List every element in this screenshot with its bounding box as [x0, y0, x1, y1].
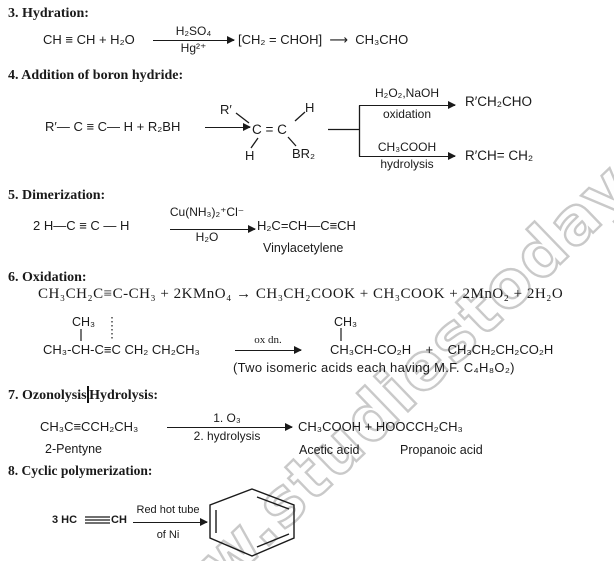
arrow-condition-top: H₂SO₄ — [175, 24, 212, 38]
section-heading-boron-hydride: 4. Addition of boron hydride: — [8, 68, 184, 83]
arrow-condition-top: 1. O₃ — [213, 411, 241, 425]
oxidation-equation: CH₃CH₂C≡C-CH₃ + 2KMnO₄ → CH₃CH₂COOK + CH… — [38, 286, 564, 302]
methyl-substituent: CH₃ — [72, 315, 96, 329]
product-name: Vinylacetylene — [263, 241, 344, 255]
oxidation-reactant: CH₃-CH-C≡C CH₂ CH₂CH₃ — [43, 342, 200, 357]
heading-part-right: Hydrolysis: — [89, 388, 159, 403]
benzene-ring-structure — [209, 488, 295, 557]
dimerization-reactants: 2 H—C ≡ C — H — [33, 218, 130, 233]
oxidation-products: CH₃CH-CO₂H + CH₃CH₂CH₂CO₂H — [330, 342, 554, 357]
acetylene-prefix: 3 HC — [52, 514, 78, 526]
dimerization-products: H₂C=CH—C≡CH — [257, 218, 356, 233]
arrow-condition-top: ox dn. — [254, 334, 282, 346]
arrow-condition-bottom: Hg²⁺ — [180, 41, 207, 55]
product-name: Propanoic acid — [400, 443, 483, 457]
section-heading-cyclic-polymerization: 8. Cyclic polymerization: — [8, 463, 153, 478]
alkene-substituent-top-left: R′ — [220, 102, 232, 117]
arrow-condition-bottom: H₂O — [195, 230, 219, 244]
ozonolysis-reactants: CH₃C≡CCH₂CH₃ — [40, 419, 139, 434]
hydration-products: [CH₂ = CHOH] ⟶ CH₃CHO — [238, 32, 409, 47]
product-name: Acetic acid — [299, 443, 360, 457]
arrow-condition-bottom: of Ni — [156, 529, 180, 541]
section-heading-oxidation: 6. Oxidation: — [8, 270, 87, 285]
arrow-condition-bottom: 2. hydrolysis — [193, 429, 261, 443]
ozonolysis-products: CH₃COOH + HOOCCH₂CH₃ — [298, 419, 463, 434]
reaction-arrow — [235, 346, 302, 355]
heading-divider-bar — [87, 386, 89, 403]
arrow-condition-top: Cu(NH₃)₂⁺Cl⁻ — [169, 205, 245, 219]
acetylene-suffix: CH — [111, 514, 127, 526]
oxidation-product: R′CH₂CHO — [465, 94, 533, 109]
boron-reactants: R′— C ≡ C— H + R₂BH — [45, 119, 181, 134]
reaction-arrow — [205, 123, 251, 132]
arrow-condition-bottom: oxidation — [382, 107, 432, 121]
alkene-substituent-bottom-right: BR₂ — [292, 146, 316, 161]
reactant-name: 2-Pentyne — [45, 442, 102, 456]
oxidation-structure-bonds — [80, 317, 342, 341]
section-heading-dimerization: 5. Dimerization: — [8, 188, 106, 203]
hydrolysis-branch-arrow — [359, 152, 456, 161]
alkene-bond-lines — [235, 105, 361, 157]
hydrolysis-product: R′CH= CH₂ — [465, 148, 534, 163]
reaction-arrow — [167, 423, 293, 432]
arrow-condition-top: Red hot tube — [136, 504, 200, 516]
isomer-note: (Two isomeric acids each having M.F. C₄H… — [233, 360, 515, 375]
methyl-substituent: CH₃ — [334, 315, 358, 329]
hydration-reactants: CH ≡ CH + H₂O — [43, 32, 135, 47]
section-heading-hydration: 3. Hydration: — [8, 6, 89, 21]
arrow-condition-top: H₂O₂,NaOH — [375, 86, 439, 100]
alkene-center: C = C — [252, 122, 287, 137]
alkene-substituent-bottom-left: H — [245, 148, 255, 163]
arrow-condition-bottom: hydrolysis — [380, 157, 434, 171]
oxidation-branch-arrow — [359, 101, 456, 110]
reaction-arrow — [133, 518, 208, 527]
reaction-arrow — [153, 36, 235, 45]
reaction-arrow — [170, 225, 256, 234]
alkene-substituent-top-right: H — [305, 100, 315, 115]
heading-part-left: 7. Ozonolysis — [8, 388, 87, 403]
arrow-condition-top: CH₃COOH — [377, 140, 437, 154]
triple-bond-icon — [85, 516, 110, 524]
